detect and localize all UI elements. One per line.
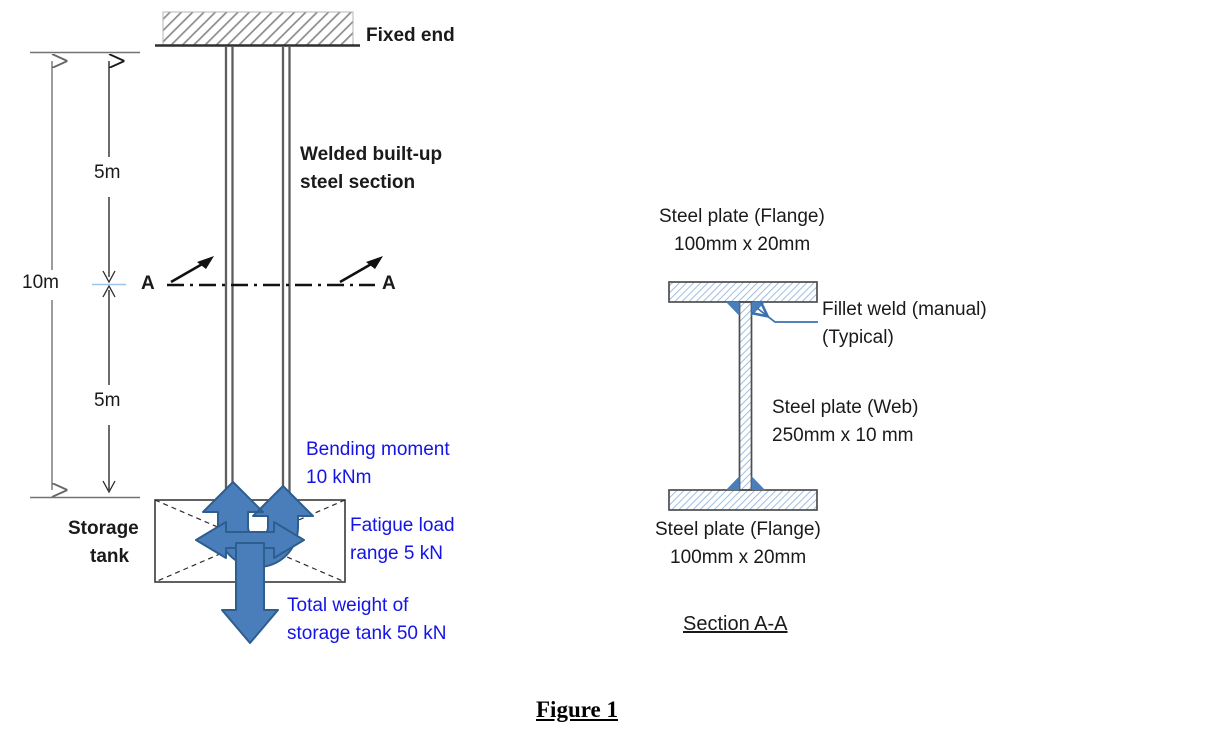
figure-caption: Figure 1 [536, 697, 618, 722]
bottom-flange-plate [668, 489, 818, 511]
member-label-line1: Welded built-up [300, 144, 443, 165]
dimension-10m [30, 51, 140, 499]
web-label-line2: 250mm x 10 mm [772, 425, 914, 446]
storage-tank-label-line2: tank [90, 546, 130, 567]
dimension-label-5m-upper: 5m [94, 162, 121, 183]
bottom-flange-label-line2: 100mm x 20mm [670, 547, 807, 568]
fatigue-load-label-line2: range 5 kN [350, 543, 443, 564]
web-label-line1: Steel plate (Web) [772, 397, 919, 418]
bottom-flange-label-line1: Steel plate (Flange) [655, 519, 821, 540]
section-line-a-a [167, 256, 383, 287]
section-a-a-title: Section A-A [683, 613, 788, 635]
dimension-label-10m: 10m [22, 272, 59, 293]
total-weight-arrow [221, 542, 279, 644]
fillet-weld-label-line1: Fillet weld (manual) [822, 299, 987, 320]
dimension-label-5m-lower: 5m [94, 390, 121, 411]
total-weight-label-line2: storage tank 50 kN [287, 623, 447, 644]
section-mark-right: A [382, 273, 396, 294]
dimension-5m-upper [102, 61, 115, 284]
column-member [224, 46, 291, 500]
fillet-weld-leader [757, 308, 818, 323]
total-weight-label-line1: Total weight of [287, 595, 409, 616]
fillet-weld-label-line2: (Typical) [822, 327, 894, 348]
fatigue-load-arrow [195, 521, 305, 559]
dimension-5m-lower [102, 284, 116, 494]
web-plate [738, 301, 753, 491]
fixed-end-label: Fixed end [366, 25, 455, 46]
member-label-line2: steel section [300, 172, 416, 193]
bending-moment-label-line2: 10 kNm [306, 467, 372, 488]
storage-tank-label-line1: Storage [68, 518, 139, 539]
fixed-end-support [155, 11, 360, 47]
section-mark-left: A [141, 273, 155, 294]
top-flange-plate [668, 281, 818, 303]
fatigue-load-label-line1: Fatigue load [350, 515, 455, 536]
top-flange-label-line2: 100mm x 20mm [674, 234, 811, 255]
bending-moment-label-line1: Bending moment [306, 439, 450, 460]
top-flange-label-line1: Steel plate (Flange) [659, 206, 825, 227]
